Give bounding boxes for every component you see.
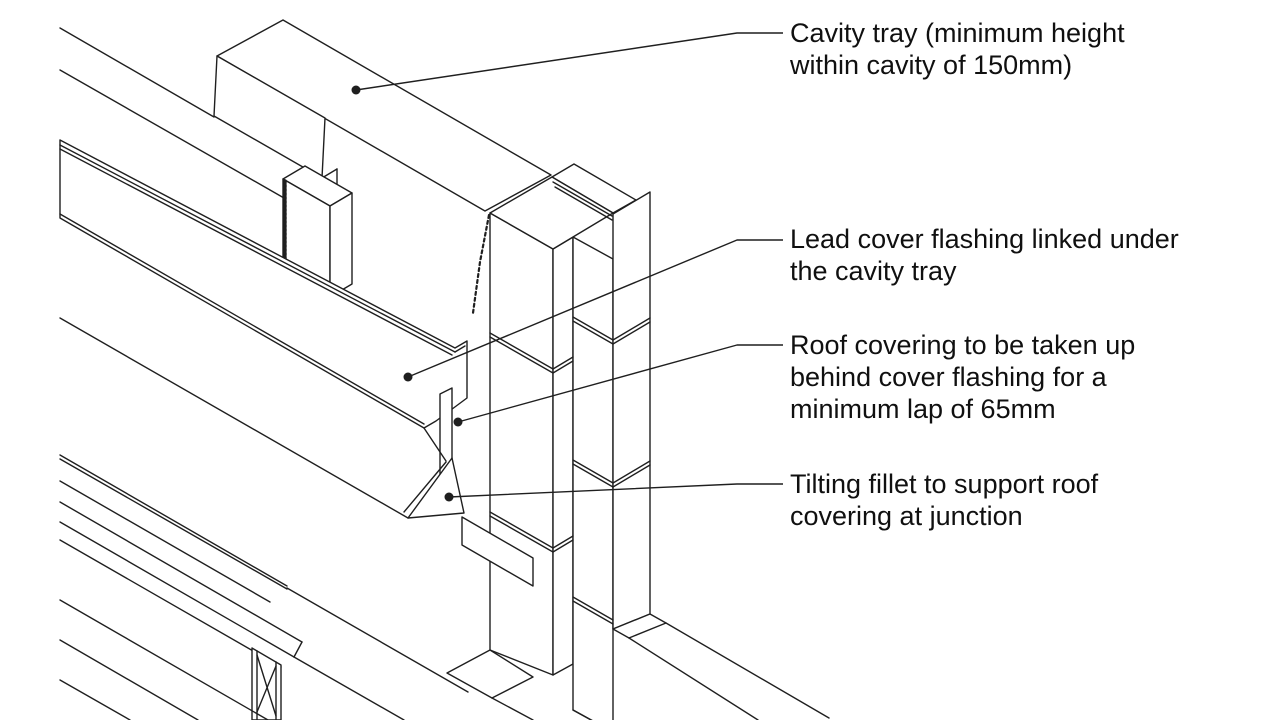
ceiling-line-3 [59,679,131,720]
leader-dot-tilting-fillet [444,492,454,502]
flashing-top-edge-2 [59,144,456,353]
deck-board-line [59,480,271,603]
label-lead-cover-flashing: Lead cover flashing linked under the cav… [790,224,1179,286]
roof-covering-bottom-edge-2 [59,458,288,590]
mortar-joint [552,356,574,370]
flashing-top-edge-3 [59,148,453,356]
wall-bottom-edge-line [491,697,534,720]
deck-underlayer-edge [59,539,282,668]
mortar-joint [612,317,651,341]
ceiling-line-1 [59,599,269,720]
wall-outer-end-face [612,191,651,630]
deck-slab-bottom-edge [59,521,295,658]
mortar-joint [572,316,614,341]
tilting-fillet-face [407,457,465,519]
mortar-joint [572,320,614,345]
deck-slab-end-edge [293,641,303,658]
wall-cut-long-line-2 [628,637,759,720]
mortar-joint [489,336,554,374]
blockwork-block-lower-side [329,192,353,298]
joist-brace-1 [256,654,277,717]
mortar-joint [612,464,651,488]
leader-line-cavity-tray [355,32,783,91]
leader-line-lead-cover-flashing [407,239,783,378]
mortar-joint [572,459,614,484]
leader-dot-roof-covering [453,417,463,427]
fillet-lap-line [403,461,447,513]
deck-under-fillet [461,516,534,587]
mortar-joint [612,321,651,345]
flashing-elbow-line [454,345,466,353]
roof-covering-bottom-edge-1 [59,454,288,587]
mortar-joint [612,460,651,484]
label-cavity-tray: Cavity tray (minimum height within cavit… [790,18,1125,80]
tray-lap-line-1 [552,181,613,217]
tray-lap-line-2 [554,186,613,221]
mortar-joint [572,463,614,488]
mortar-joint [572,596,614,621]
joist-brace-2 [256,665,277,713]
leader-dot-cavity-tray [351,85,361,95]
lead-flashing-face [59,139,468,429]
mortar-joint [552,535,574,549]
roof-covering-crest-edge [423,427,447,462]
label-tilting-fillet: Tilting fillet to support roof covering … [790,469,1099,531]
ceiling-line-2 [59,639,199,720]
leader-line-roof-covering [457,344,783,423]
wall-inner-face [489,212,554,676]
mortar-joint [552,539,574,553]
wall-end-strip [552,236,574,676]
label-roof-covering: Roof covering to be taken up behind cove… [790,330,1136,424]
mortar-joint [489,511,554,549]
wall-cavity-bottom-edge [572,709,593,720]
deck-slab-top-edge [59,501,303,643]
mortar-joint [489,515,554,553]
deck-slab-edge-right [293,656,405,720]
roof-covering-lap-line [59,317,409,519]
deck-edge-from-tip [286,587,469,693]
mortar-joint [572,600,614,625]
leader-line-tilting-fillet [448,483,783,498]
cavity-tray-top-face [489,176,614,250]
flashing-bottom-edge-2 [59,213,425,425]
wall-cut-long-line-1 [665,622,830,719]
wall-cavity-face [572,236,614,720]
blockwork-edge-1 [59,27,215,118]
blockwork-edge-2 [59,69,285,199]
mortar-joint [552,360,574,374]
tray-step-hatched [471,213,491,315]
leader-dot-lead-cover-flashing [403,372,413,382]
cavity-tray-upstand-face [216,19,552,212]
